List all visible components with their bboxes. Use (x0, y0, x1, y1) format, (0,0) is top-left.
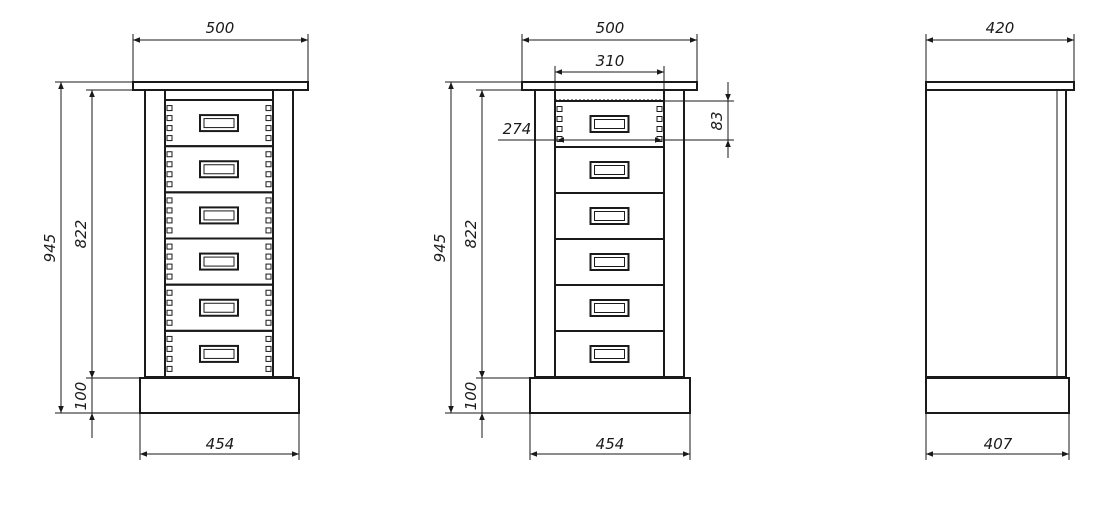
front-plinth-height-label: 100 (72, 382, 90, 411)
detail-left-post (534, 89, 556, 378)
detail-drawer-width-label: 274 (503, 120, 532, 138)
detail-drawer-handle (589, 253, 630, 271)
front-drawer-handle (199, 252, 239, 271)
side-plinth (925, 377, 1070, 414)
front-detail-view: 500 310 274 83 945 (431, 19, 734, 460)
front-drawer-slots (166, 243, 272, 280)
front-drawer (164, 191, 274, 240)
detail-carcass-height-label: 822 (462, 220, 480, 249)
detail-top-board (521, 81, 698, 91)
front-drawer-front (164, 329, 274, 379)
front-drawer (164, 99, 274, 148)
detail-drawer-front (554, 330, 665, 378)
detail-plinth (529, 377, 691, 414)
detail-top-width-label: 500 (596, 19, 625, 37)
detail-right-post (663, 89, 685, 378)
detail-drawer-handle (589, 345, 630, 363)
front-top-board (132, 81, 309, 91)
detail-drawer (554, 238, 665, 286)
front-top-width-label: 500 (206, 19, 235, 37)
detail-drawer (554, 192, 665, 240)
detail-drawer-height-label: 83 (708, 111, 726, 130)
side-top-board (925, 81, 1075, 91)
detail-total-height-label: 945 (431, 234, 449, 263)
front-drawer-slots (166, 151, 272, 188)
front-drawer-handle (199, 114, 239, 133)
detail-drawer-front (554, 284, 665, 332)
detail-drawer (554, 330, 665, 378)
front-right-post (272, 89, 294, 378)
side-top-depth-label: 420 (986, 19, 1015, 37)
side-view: 420 407 (925, 19, 1075, 460)
front-view: 500 454 945 822 100 (41, 19, 309, 460)
detail-plinth-height-label: 100 (462, 382, 480, 411)
detail-base-width-label: 454 (596, 435, 625, 453)
side-panel (925, 89, 1067, 378)
front-drawer-handle (199, 160, 239, 179)
front-left-post (144, 89, 166, 378)
detail-drawer-handle (589, 207, 630, 225)
front-plinth (139, 377, 300, 414)
front-drawer (164, 237, 274, 286)
front-base-width-label: 454 (206, 435, 235, 453)
front-drawer (164, 329, 274, 379)
detail-inner-width-label: 310 (596, 52, 625, 70)
front-carcass-height-label: 822 (72, 220, 90, 249)
front-drawer-front (164, 237, 274, 286)
detail-drawer-front (554, 238, 665, 286)
detail-drawer-handle (589, 161, 630, 179)
front-drawer-front (164, 191, 274, 240)
front-drawer-slots (166, 105, 272, 142)
front-drawer-slots (166, 335, 272, 372)
front-drawer-handle (199, 344, 239, 363)
front-drawer-handle (199, 206, 239, 225)
detail-drawer (554, 284, 665, 332)
front-drawer (164, 283, 274, 332)
front-drawer-handle (199, 298, 239, 317)
front-drawer-front (164, 283, 274, 332)
detail-drawer (554, 146, 665, 194)
front-drawer-slots (166, 289, 272, 326)
front-drawers (164, 99, 274, 379)
front-drawer (164, 145, 274, 194)
front-dimensions: 500 454 945 822 100 (41, 19, 309, 460)
side-base-depth-label: 407 (984, 435, 1013, 453)
detail-drawer-handle (589, 299, 630, 317)
detail-drawer-front (554, 192, 665, 240)
front-total-height-label: 945 (41, 234, 59, 263)
side-cabinet (925, 81, 1075, 414)
detail-dimensions: 500 310 274 83 945 (431, 19, 734, 460)
front-drawer-slots (166, 197, 272, 234)
detail-drawers (554, 99, 665, 378)
side-dimensions: 420 407 (925, 19, 1075, 460)
front-drawer-front (164, 145, 274, 194)
front-drawer-front (164, 99, 274, 148)
detail-drawer-handle (589, 115, 630, 133)
detail-drawer-front (554, 146, 665, 194)
detail-top-drawer-slots (556, 106, 663, 142)
